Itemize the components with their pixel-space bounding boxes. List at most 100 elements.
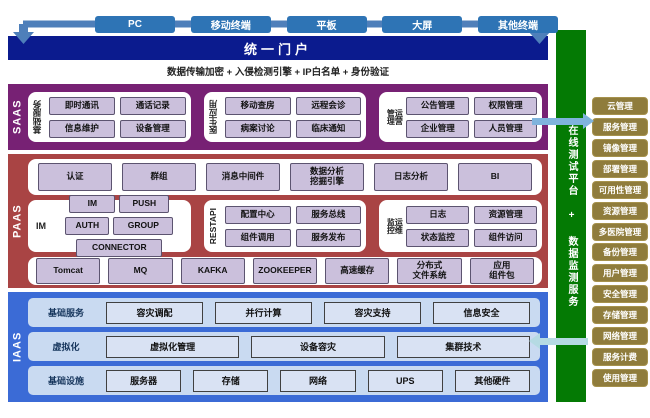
arrow-right-icon <box>532 113 594 129</box>
infra-box: 网络 <box>280 369 356 392</box>
platform-service-box: 数据分析 挖掘引擎 <box>290 163 364 191</box>
management-button: 资源管理 <box>592 201 648 220</box>
terminal-box: 平板 <box>286 16 367 33</box>
service-box: 临床通知 <box>295 119 362 138</box>
infra-box: 容灾调配 <box>106 301 203 324</box>
infra-box: 容灾支持 <box>324 301 421 324</box>
group-label: IM <box>36 221 46 231</box>
component-box: 组件调用 <box>224 228 291 247</box>
infra-box: 服务器 <box>106 369 182 392</box>
management-sidebar: 云管理服务管理镜像管理部署管理可用性管理资源管理多医院管理备份管理用户管理安全管… <box>592 97 648 387</box>
service-box: 公告管理 <box>406 96 470 115</box>
saas-group-doctor-apps: 医生应用 移动查房远程会诊病案讨论临床通知 <box>203 92 367 142</box>
component-box: IM <box>69 195 116 213</box>
management-button: 安全管理 <box>592 285 648 304</box>
infra-box: 存储 <box>193 369 269 392</box>
management-button: 存储管理 <box>592 306 648 325</box>
iaas-row-basic-services: 基础服务 容灾调配并行计算容灾支持信息安全 <box>28 298 540 327</box>
component-box: 状态监控 <box>406 228 470 247</box>
saas-groups: 基础服务 即时通讯通话记录信息维护设备管理 医生应用 移动查房远程会诊病案讨论临… <box>28 92 543 142</box>
service-box: 移动查房 <box>224 96 291 115</box>
middleware-box: ZOOKEEPER <box>252 258 318 284</box>
service-box: 人员管理 <box>474 119 538 138</box>
saas-group-operations: 运营管理 公告管理权限管理企业管理人员管理 <box>379 92 543 142</box>
middleware-box: 高速缓存 <box>325 258 390 284</box>
management-button: 云管理 <box>592 97 648 115</box>
online-test-platform-label: 在线测试平台 + 数据监测服务 <box>566 124 577 308</box>
management-button: 镜像管理 <box>592 138 648 157</box>
management-button: 备份管理 <box>592 243 648 262</box>
component-box: 服务总线 <box>295 205 362 224</box>
group-label: 运维监控 <box>386 218 404 234</box>
middleware-box: 分布式 文件系统 <box>397 258 462 284</box>
arrow-left-icon <box>529 333 588 349</box>
row-label: 虚拟化 <box>52 342 80 352</box>
infra-box: 其他硬件 <box>454 369 531 392</box>
service-box: 即时通讯 <box>49 96 115 115</box>
infra-box: 虚拟化管理 <box>106 335 240 358</box>
platform-service-box: 认证 <box>38 163 112 191</box>
component-box: 组件访问 <box>474 228 538 247</box>
service-box: 病案讨论 <box>224 119 291 138</box>
component-box: 服务发布 <box>295 228 362 247</box>
infra-box: 信息安全 <box>433 301 530 324</box>
layer-label-iaas: IAAS <box>11 331 24 363</box>
terminal-box: PC <box>95 16 175 33</box>
iaas-row-virtualization: 虚拟化 虚拟化管理设备容灾集群技术 <box>28 332 540 361</box>
infra-box: UPS <box>367 369 443 392</box>
management-button: 网络管理 <box>592 327 648 346</box>
component-box: GROUP <box>113 217 174 235</box>
infra-box: 集群技术 <box>396 335 530 358</box>
component-box: 配置中心 <box>224 205 291 224</box>
paas-group-restapi: RESTAPI 配置中心服务总线组件调用服务发布 <box>203 200 367 252</box>
management-button: 多医院管理 <box>592 222 648 241</box>
management-button: 部署管理 <box>592 159 648 178</box>
saas-group-basic-services: 基础服务 即时通讯通话记录信息维护设备管理 <box>28 92 191 142</box>
platform-service-box: 群组 <box>122 163 196 191</box>
paas-group-ops-monitoring: 运维监控 日志资源管理状态监控组件访问 <box>379 200 543 252</box>
service-box: 设备管理 <box>119 119 186 138</box>
row-label: 基础设施 <box>47 376 84 386</box>
online-test-platform-bar: 在线测试平台 + 数据监测服务 <box>556 30 586 402</box>
service-box: 通话记录 <box>119 96 186 115</box>
iaas-layer: IAAS 基础服务 容灾调配并行计算容灾支持信息安全 虚拟化 虚拟化管理设备容灾… <box>8 292 548 402</box>
iaas-row-infrastructure: 基础设施 服务器存储网络 UPS 其他硬件 <box>28 366 540 395</box>
infra-box: 并行计算 <box>215 301 312 324</box>
saas-layer: SAAS 基础服务 即时通讯通话记录信息维护设备管理 医生应用 移动查房远程会诊… <box>8 84 548 150</box>
component-box: 日志 <box>406 205 470 224</box>
component-box: 资源管理 <box>474 205 538 224</box>
service-box: 远程会诊 <box>295 96 362 115</box>
platform-service-box: 消息中间件 <box>206 163 280 191</box>
service-box: 信息维护 <box>49 119 115 138</box>
group-label: RESTAPI <box>207 207 218 245</box>
service-box: 权限管理 <box>474 96 538 115</box>
group-label: 医生应用 <box>207 100 218 134</box>
component-box: PUSH <box>119 195 170 213</box>
group-label: 运营管理 <box>386 109 404 125</box>
terminal-box: 其他终端 <box>478 16 558 33</box>
middleware-box: Tomcat <box>36 258 101 284</box>
infra-box: 设备容灾 <box>251 335 385 358</box>
paas-middleware-row: Tomcat MQ KAFKA ZOOKEEPER 高速缓存分布式 文件系统应用 组件包 <box>28 257 542 285</box>
management-button: 使用管理 <box>592 368 648 387</box>
middleware-box: KAFKA <box>180 258 245 284</box>
terminal-box: 移动终端 <box>190 16 271 33</box>
management-button: 用户管理 <box>592 264 648 283</box>
layer-label-saas: SAAS <box>11 99 24 135</box>
service-box: 企业管理 <box>406 119 470 138</box>
security-measures-text: 数据传输加密 + 入侵检测引擎 + IP白名单 + 身份验证 <box>167 67 389 78</box>
middleware-box: MQ <box>108 258 173 284</box>
terminal-row: PC 移动终端平板大屏其他终端 <box>95 16 558 33</box>
component-box: CONNECTOR <box>76 239 163 257</box>
unified-portal-banner: 统一门户 <box>8 36 548 60</box>
management-button: 服务计费 <box>592 348 648 367</box>
middleware-box: 应用 组件包 <box>469 258 534 284</box>
terminal-box: 大屏 <box>382 16 463 33</box>
platform-service-box: BI <box>458 163 532 191</box>
management-button: 可用性管理 <box>592 180 648 199</box>
